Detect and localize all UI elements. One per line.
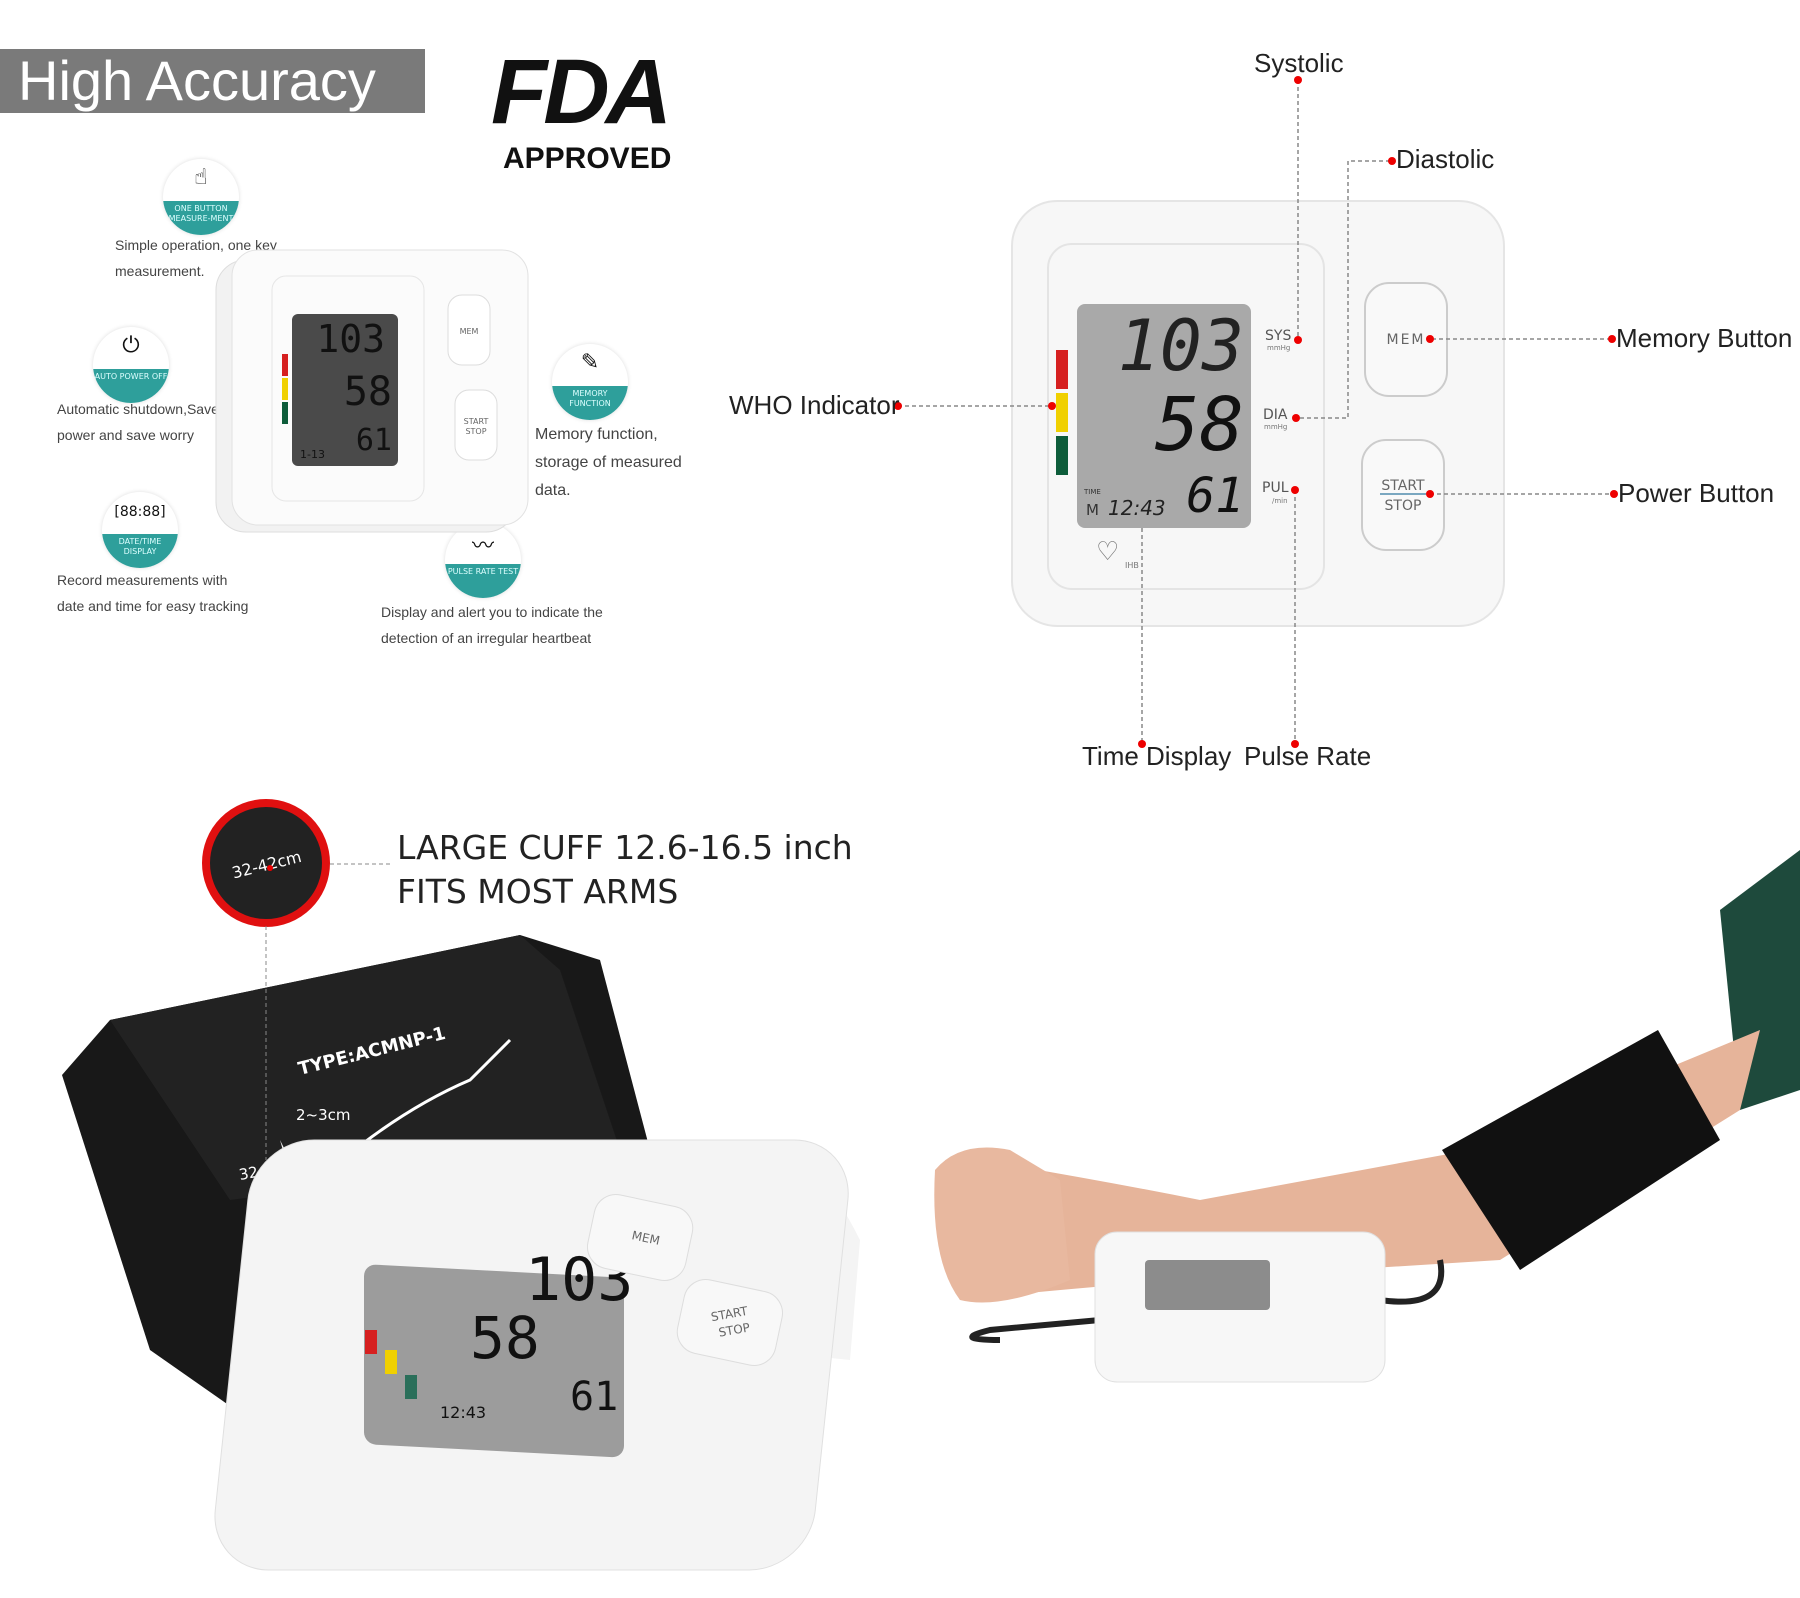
badge-auto-power: ⏻AUTO POWER OFF bbox=[93, 327, 169, 403]
pul-unit: /min bbox=[1272, 497, 1288, 505]
small-mem-button: MEM bbox=[460, 327, 479, 336]
mem-button: MEM bbox=[1386, 332, 1425, 348]
who-red bbox=[1056, 350, 1068, 389]
callout-dots bbox=[894, 76, 1618, 748]
start-label: START bbox=[1381, 478, 1425, 494]
cuff-time-value: 12:43 bbox=[440, 1403, 486, 1422]
time-label: TIME bbox=[1083, 488, 1101, 496]
memory-icon-label: M bbox=[1086, 501, 1099, 519]
stop-label: STOP bbox=[1385, 498, 1422, 514]
small-date-value: 1-13 bbox=[300, 448, 325, 461]
cuff-stop-label: STOP bbox=[718, 1320, 752, 1339]
badge-pulse: 〰PULSE RATE TEST bbox=[445, 522, 521, 598]
dia-label: DIA bbox=[1263, 407, 1288, 423]
badge-memory: ✎MEMORY FUNCTION bbox=[552, 344, 628, 420]
callout-diastolic: Diastolic bbox=[1396, 144, 1495, 174]
callout-who-indicator: WHO Indicator bbox=[729, 390, 900, 420]
cuff-dia-value: 58 bbox=[470, 1304, 540, 1372]
small-dia-value: 58 bbox=[344, 369, 392, 415]
cuff-gap-label: 2~3cm bbox=[296, 1106, 351, 1124]
labeled-device: 103 58 61 12:43 TIME M SYS mmHg DIA mmHg… bbox=[1011, 200, 1505, 627]
dia-value: 58 bbox=[1155, 382, 1244, 468]
heart-icon: ♡ bbox=[1096, 537, 1119, 567]
who-green bbox=[1056, 436, 1068, 475]
heartbeat-icon: 〰 bbox=[471, 534, 494, 559]
hand-pointer-icon: ☝ bbox=[194, 165, 208, 190]
dia-unit: mmHg bbox=[1264, 423, 1287, 431]
small-sys-value: 103 bbox=[316, 317, 385, 361]
fda-logo: FDA bbox=[491, 41, 672, 143]
callout-lines bbox=[898, 80, 1614, 744]
sys-value: 103 bbox=[1118, 305, 1244, 387]
sys-unit: mmHg bbox=[1267, 344, 1290, 352]
power-icon: ⏻ bbox=[122, 333, 140, 358]
badge-one-button: ☝ONE BUTTON MEASURE-MENT bbox=[163, 159, 239, 235]
cuff-size-icon: 32-42cm bbox=[202, 799, 392, 1160]
sys-label: SYS bbox=[1265, 328, 1291, 344]
digital-clock-icon: [88:88] bbox=[114, 504, 166, 520]
who-yellow bbox=[1056, 393, 1068, 432]
small-device: 103 58 61 1-13 MEM START STOP bbox=[215, 249, 529, 533]
notepad-pen-icon: ✎ bbox=[580, 350, 600, 375]
callout-power-button: Power Button bbox=[1618, 478, 1775, 508]
pul-value: 61 bbox=[1186, 468, 1244, 524]
headline-banner: High Accuracy bbox=[0, 49, 425, 113]
time-value: 12:43 bbox=[1108, 496, 1166, 520]
approved-label: APPROVED bbox=[503, 142, 672, 175]
cuff-size-text: LARGE CUFF 12.6-16.5 inch bbox=[397, 828, 853, 867]
pul-label: PUL bbox=[1262, 480, 1289, 496]
callout-systolic: Systolic bbox=[1254, 48, 1344, 78]
ihb-label: IHB bbox=[1125, 561, 1139, 570]
callout-time-display: Time Display bbox=[1082, 741, 1232, 771]
arm-photo bbox=[934, 850, 1800, 1383]
badge-date-time: [88:88]DATE/TIME DISPLAY bbox=[102, 492, 178, 568]
small-pul-value: 61 bbox=[356, 423, 392, 458]
callout-pulse-rate: Pulse Rate bbox=[1244, 741, 1372, 771]
cuff-mem-button: MEM bbox=[631, 1228, 662, 1248]
cuff-device: TYPE:ACMNP-1 2~3cm 32-42cm 103 58 61 12:… bbox=[62, 935, 860, 1571]
cuff-fit-text: FITS MOST ARMS bbox=[397, 872, 679, 911]
cuff-pul-value: 61 bbox=[570, 1374, 618, 1420]
cuff-start-label: START bbox=[710, 1304, 750, 1324]
callout-memory-button: Memory Button bbox=[1616, 323, 1793, 353]
small-start-label: START bbox=[464, 417, 489, 426]
small-stop-label: STOP bbox=[465, 427, 486, 436]
